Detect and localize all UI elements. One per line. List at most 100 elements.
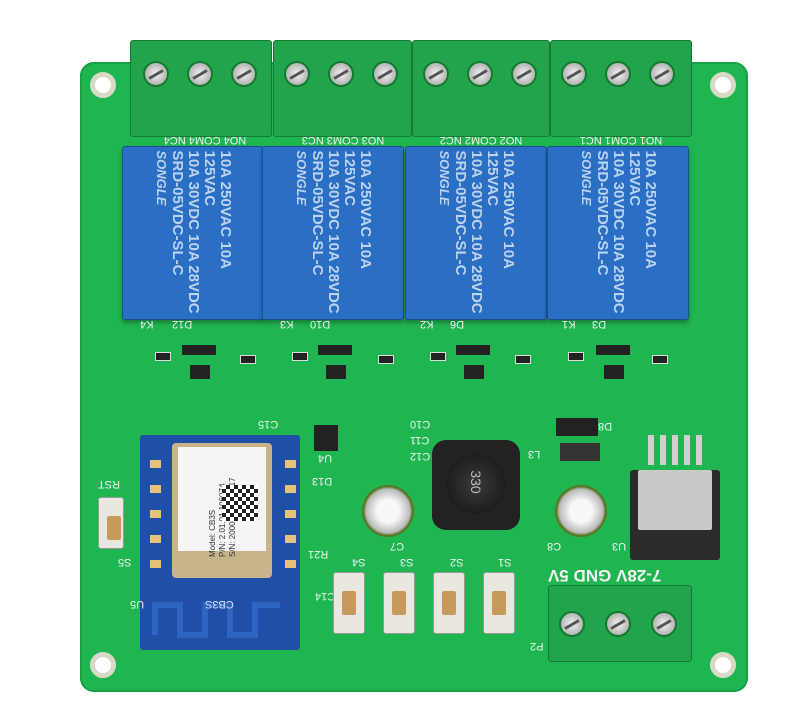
screw-icon[interactable] (605, 611, 631, 637)
screw-icon[interactable] (559, 611, 585, 637)
c15-label: C15 (258, 418, 279, 430)
regulator-heat-tab (638, 470, 712, 530)
relay-brand: SONGLE (437, 150, 452, 206)
screw-icon[interactable] (423, 61, 449, 87)
screw-icon[interactable] (561, 61, 587, 87)
module-pad (285, 485, 296, 493)
power-terminal-block (548, 585, 692, 662)
button-s1[interactable] (483, 572, 515, 634)
reset-button[interactable] (98, 497, 124, 549)
mount-hole (90, 652, 116, 678)
smd-component (378, 355, 394, 364)
screw-icon[interactable] (143, 61, 169, 87)
u3-label: U3 (612, 540, 627, 552)
relay-k4: 10A 250VAC 10A 125VAC 10A 30VDC 10A 28VD… (122, 146, 264, 320)
rst-label: RST (98, 478, 120, 490)
relay-rating-1: 10A 250VAC 10A 125VAC (626, 150, 659, 269)
d13-label: D13 (312, 475, 333, 487)
relay-model: SRD-05VDC-SL-C (169, 150, 186, 276)
mount-hole (710, 652, 736, 678)
c8-label: C8 (547, 540, 562, 552)
smd-component (652, 355, 668, 364)
relay-ref-k2: K2 (420, 318, 434, 330)
module-pad (150, 510, 161, 518)
button-s3[interactable] (383, 572, 415, 634)
regulator-leg (696, 435, 702, 465)
c7-label: C7 (390, 540, 405, 552)
qr-code (222, 485, 258, 521)
relay-rating-2: 10A 30VDC 10A 28VDC (468, 150, 485, 314)
relay-k3: 10A 250VAC 10A 125VAC 10A 30VDC 10A 28VD… (262, 146, 404, 320)
screw-icon[interactable] (651, 611, 677, 637)
smd-component (430, 352, 446, 361)
inductor-core (446, 454, 506, 514)
terminal-block-relay1 (550, 40, 692, 137)
screw-icon[interactable] (649, 61, 675, 87)
relay-model: SRD-05VDC-SL-C (594, 150, 611, 276)
electrolytic-capacitor-c8 (555, 485, 607, 537)
module-pad (150, 535, 161, 543)
pcb-antenna (152, 602, 280, 638)
terminal-label-1: NO1 COM1 NC1 (579, 134, 663, 146)
relay-ref-k3: K3 (280, 318, 294, 330)
smd-component (155, 352, 171, 361)
relay-k2: 10A 250VAC 10A 125VAC 10A 30VDC 10A 28VD… (405, 146, 547, 320)
diode (560, 443, 600, 461)
u4-label: U4 (318, 452, 333, 464)
relay-rating-1: 10A 250VAC 10A 125VAC (341, 150, 374, 269)
screw-icon[interactable] (511, 61, 537, 87)
diode (596, 345, 630, 355)
s4-label: S4 (352, 556, 366, 568)
d8-label: D8 (598, 420, 613, 432)
inductor: 330 (432, 440, 520, 530)
smd-component (292, 352, 308, 361)
transistor (604, 365, 624, 379)
relay-rating-1: 10A 250VAC 10A 125VAC (484, 150, 517, 269)
c10-label: C10 (410, 418, 431, 430)
s3-label: S3 (400, 556, 414, 568)
screw-icon[interactable] (187, 61, 213, 87)
diode (318, 345, 352, 355)
relay-rating-2: 10A 30VDC 10A 28VDC (185, 150, 202, 314)
relay-rating-1: 10A 250VAC 10A 125VAC (201, 150, 234, 269)
terminal-label-4: NO4 COM4 NC4 (163, 134, 247, 146)
diode-ref: D12 (172, 318, 193, 330)
button-s2[interactable] (433, 572, 465, 634)
mount-hole (90, 72, 116, 98)
button-s4[interactable] (333, 572, 365, 634)
regulator-leg (660, 435, 666, 465)
module-ref: U5 (130, 598, 145, 610)
power-terminal-label: 7-28V GND 5V (548, 566, 662, 585)
screw-icon[interactable] (372, 61, 398, 87)
diode-ref: D3 (592, 318, 607, 330)
module-model: Model: CB3S (208, 509, 217, 557)
relay-brand: SONGLE (154, 150, 169, 206)
screw-icon[interactable] (328, 61, 354, 87)
c11-label: C11 (410, 434, 430, 446)
screw-icon[interactable] (284, 61, 310, 87)
terminal-block-relay4 (130, 40, 272, 137)
module-pad (285, 510, 296, 518)
relay-model: SRD-05VDC-SL-C (309, 150, 326, 276)
module-pad (285, 535, 296, 543)
l3-label: L3 (528, 448, 541, 460)
terminal-block-relay2 (412, 40, 550, 137)
relay-rating-2: 10A 30VDC 10A 28VDC (610, 150, 627, 314)
s1-label: S1 (498, 556, 512, 568)
diode (456, 345, 490, 355)
r21-label: R21 (308, 548, 329, 560)
c12-label: C12 (410, 450, 431, 462)
regulator-leg (648, 435, 654, 465)
regulator-leg (684, 435, 690, 465)
relay-k1: 10A 250VAC 10A 125VAC 10A 30VDC 10A 28VD… (547, 146, 689, 320)
module-pad (150, 460, 161, 468)
screw-icon[interactable] (231, 61, 257, 87)
module-pad (285, 460, 296, 468)
screw-icon[interactable] (467, 61, 493, 87)
terminal-block-relay3 (273, 40, 412, 137)
diode (556, 418, 598, 436)
screw-icon[interactable] (605, 61, 631, 87)
s2-label: S2 (450, 556, 464, 568)
s5-label: S5 (118, 556, 132, 568)
relay-rating-2: 10A 30VDC 10A 28VDC (325, 150, 342, 314)
